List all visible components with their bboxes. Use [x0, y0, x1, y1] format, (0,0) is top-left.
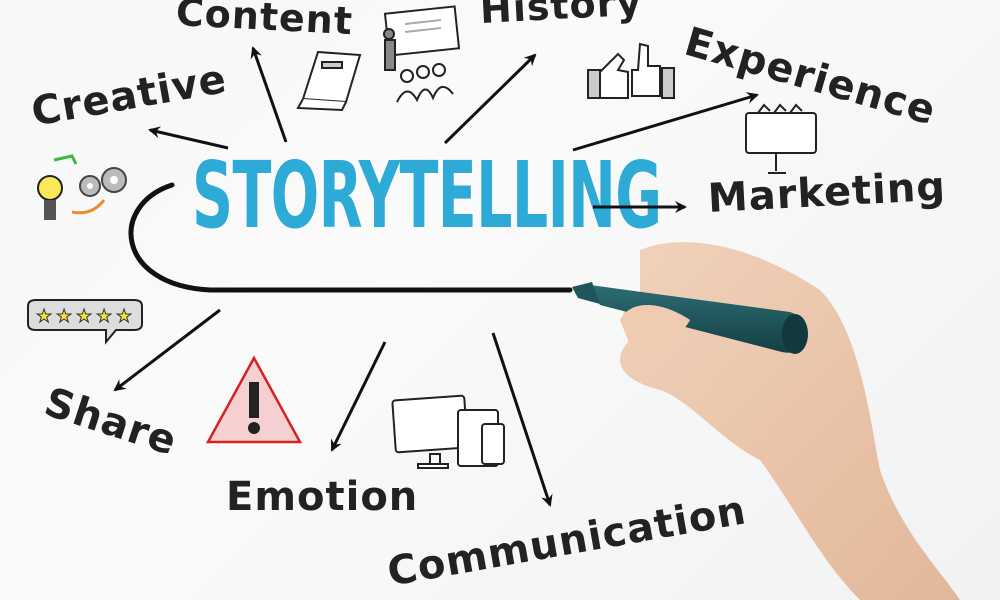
- lightbulb-gears-icon: [37, 154, 127, 220]
- thumb: [620, 305, 690, 347]
- node-content: Content: [174, 0, 355, 44]
- arrows: [113, 46, 759, 507]
- node-experience: Experience: [679, 18, 942, 135]
- node-creative: Creative: [28, 56, 231, 136]
- node-emotion: Emotion: [226, 474, 419, 520]
- node-marketing: Marketing: [706, 163, 948, 222]
- svg-text:★: ★: [56, 306, 72, 327]
- five-star-rating-icon: ★★★★★: [27, 299, 143, 345]
- arrow-to-communication: [491, 332, 553, 507]
- marker-tip: [572, 282, 600, 304]
- warning-icon: [205, 355, 303, 444]
- arrow-to-share: [113, 308, 221, 392]
- arrow-to-content: [250, 46, 288, 143]
- svg-text:★: ★: [36, 306, 52, 327]
- svg-text:★: ★: [76, 306, 92, 327]
- marker-body: [590, 285, 806, 353]
- svg-text:★: ★: [116, 306, 132, 327]
- central-topic: STORYTELLING: [192, 142, 662, 249]
- thumbs-up-icon: [587, 42, 675, 99]
- node-share: Share: [38, 379, 183, 465]
- devices-icon: [391, 394, 505, 469]
- arrow-to-history: [443, 53, 537, 145]
- node-communication: Communication: [384, 487, 750, 596]
- stars: ★★★★★: [36, 306, 133, 328]
- node-history: History: [478, 0, 644, 32]
- svg-text:★: ★: [96, 306, 112, 327]
- billboard-icon: [745, 103, 817, 174]
- presentation-icon: [383, 5, 461, 103]
- arrow-to-emotion: [330, 341, 387, 452]
- marker-cap-end: [782, 314, 808, 354]
- book-icon: [296, 50, 362, 112]
